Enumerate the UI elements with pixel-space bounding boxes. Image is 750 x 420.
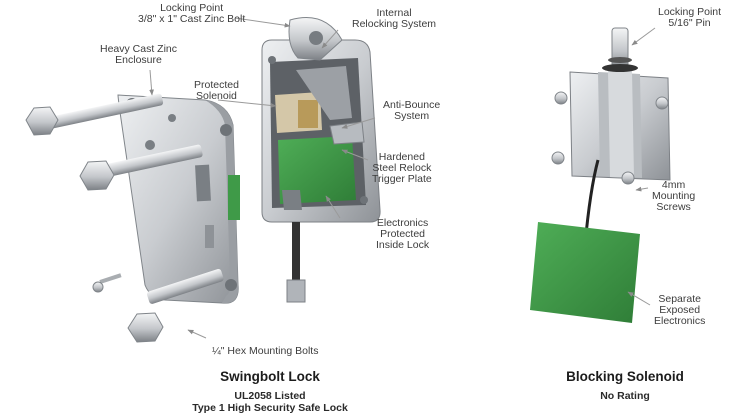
label-internal-relocking: Internal Relocking System [352,7,437,30]
blocking-solenoid-title: Blocking Solenoid [566,369,684,384]
label-hex-mounting-bolts: ¼" Hex Mounting Bolts [212,345,319,357]
callout-leaders [149,17,656,339]
label-protected-solenoid: Protected Solenoid [194,79,239,102]
enclosure-plate [117,94,240,304]
small-screw [92,273,122,293]
blocking-solenoid-body [551,27,671,246]
swingbolt-title: Swingbolt Lock [220,369,320,384]
label-locking-point-pin: Locking Point 5/16" Pin [658,6,722,29]
hex-bolt-upper [25,93,164,136]
hex-bolt-lower [127,268,224,343]
label-separate-electronics: Separate Exposed Electronics [654,293,706,327]
label-enclosure: Heavy Cast Zinc Enclosure [100,43,178,66]
hex-bolt-middle [79,144,203,191]
label-anti-bounce: Anti-Bounce System [383,99,441,122]
swingbolt-lock-body [261,17,381,303]
separate-electronics-board [530,222,640,323]
label-electronics-protected: Electronics Protected Inside Lock [376,217,430,251]
swingbolt-subtitle: UL2058 Listed Type 1 High Security Safe … [192,390,348,414]
label-mounting-screws: 4mm Mounting Screws [652,179,696,213]
label-locking-point-bolt: Locking Point 3/8" x 1" Cast Zinc Bolt [138,2,246,25]
blocking-solenoid-subtitle: No Rating [600,390,650,402]
label-trigger-plate: Hardened Steel Relock Trigger Plate [372,151,432,185]
